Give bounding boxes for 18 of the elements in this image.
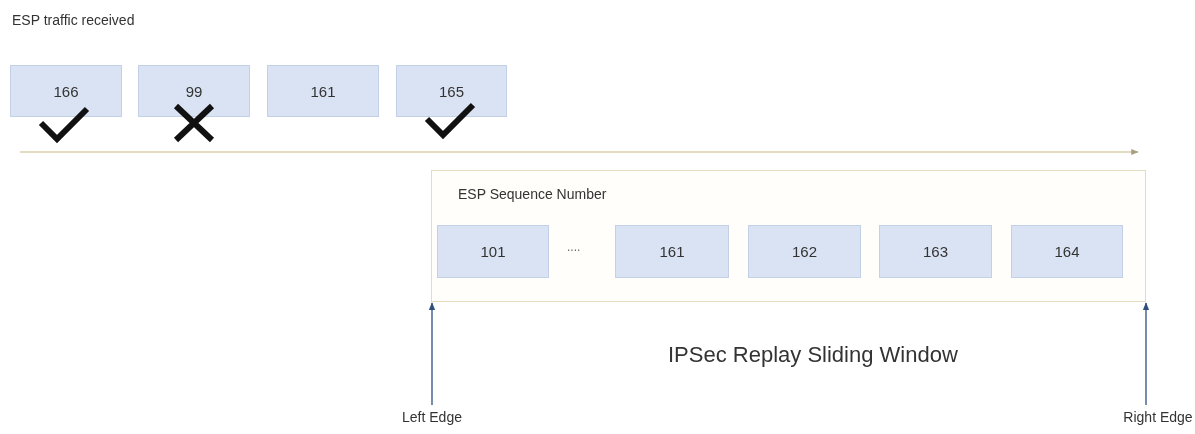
packet-box: 99 (138, 65, 250, 117)
ellipsis-text: .... (567, 240, 581, 254)
arrow (1142, 302, 1150, 406)
packet-box: 162 (748, 225, 861, 278)
packet-box: 165 (396, 65, 507, 117)
packet-box: 164 (1011, 225, 1123, 278)
edge-label-text: Left Edge (386, 409, 478, 429)
packet-box: 161 (615, 225, 729, 278)
packet-box: 101 (437, 225, 549, 278)
sliding-window-box (431, 170, 1146, 302)
arrow (428, 302, 436, 406)
window-caption: IPSec Replay Sliding Window (668, 342, 958, 368)
window-heading: ESP Sequence Number (458, 186, 607, 202)
section-heading: ESP traffic received (12, 12, 135, 28)
edge-label-text: Right Edge (1122, 409, 1194, 429)
packet-box: 163 (879, 225, 992, 278)
packet-box: 161 (267, 65, 379, 117)
packet-box: 166 (10, 65, 122, 117)
